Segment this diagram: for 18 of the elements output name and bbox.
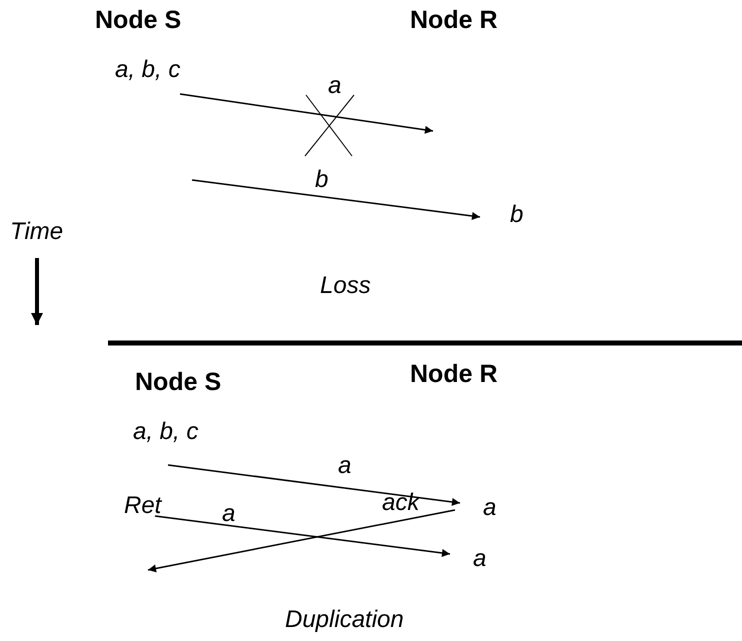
node-heading: Node S — [135, 370, 222, 395]
ack-label: ack — [382, 491, 420, 515]
node-heading: Node R — [410, 362, 498, 387]
axis-label: Time — [10, 220, 64, 244]
message-list: a, b, c — [115, 58, 180, 82]
message-label: a — [222, 502, 236, 526]
message-list: a, b, c — [133, 420, 198, 444]
caption-label: Duplication — [285, 608, 404, 632]
message-label: b — [315, 168, 328, 192]
received-message: a — [473, 547, 486, 571]
message-label: a — [338, 454, 352, 478]
retransmit-label: Ret — [124, 494, 162, 518]
received-message: a — [483, 496, 496, 520]
node-heading: Node R — [410, 8, 498, 33]
received-message: b — [510, 203, 524, 227]
caption-label: Loss — [320, 274, 371, 298]
node-heading: Node S — [95, 8, 182, 33]
message-label: a — [328, 74, 342, 98]
